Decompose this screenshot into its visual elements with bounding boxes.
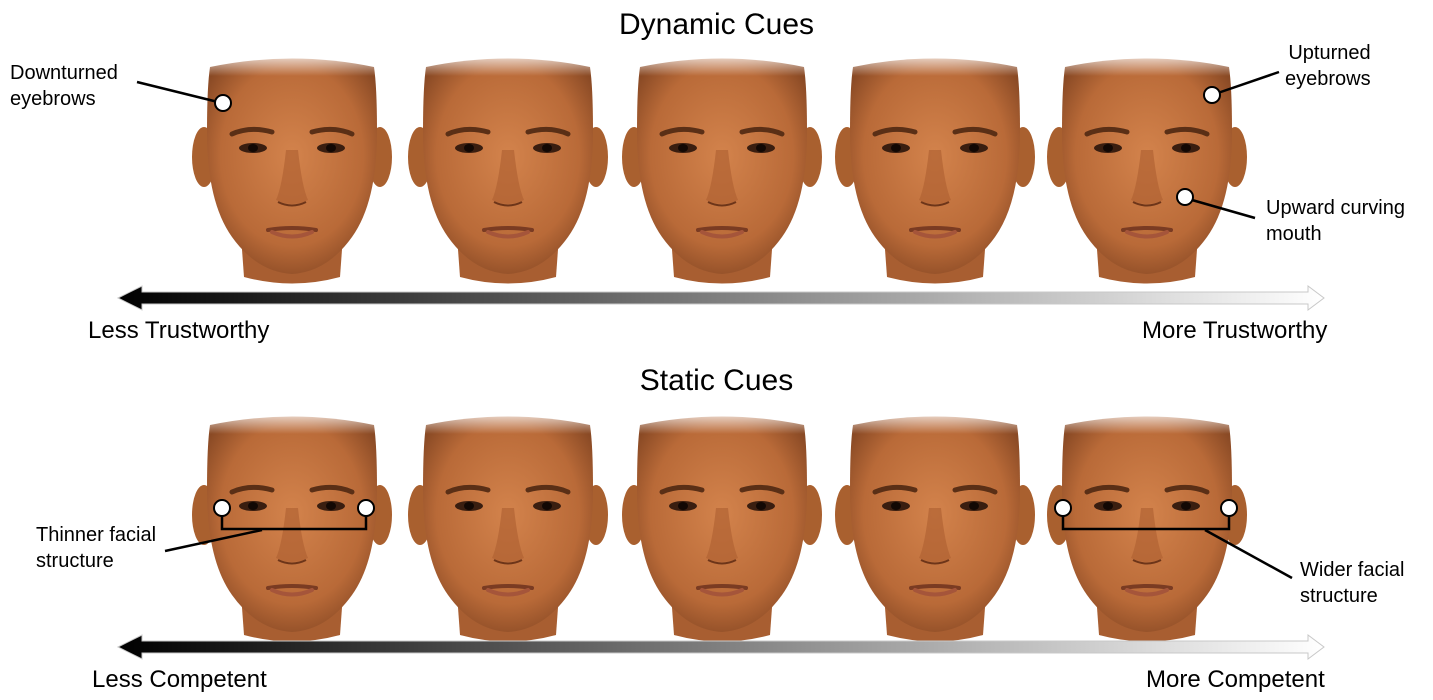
callout-line-upturned (1211, 70, 1280, 97)
face-3-dynamic (622, 50, 822, 284)
callout-line-wider (1204, 528, 1293, 580)
downturned-eyebrows-label: Downturned eyebrows (10, 62, 118, 110)
face-2-dynamic (408, 50, 608, 284)
thinner-facial-structure-label: Thinner facial structure (36, 524, 157, 572)
trustworthy-scale-arrow (116, 285, 1325, 311)
callout-marker-mouth (1176, 188, 1194, 206)
callout-marker-wider-left (1054, 499, 1072, 517)
upturned-eyebrows-label: Upturned eyebrows (1285, 42, 1371, 90)
callout-line-mouth (1184, 196, 1256, 220)
face-3-static (622, 408, 822, 642)
competent-scale-arrow (116, 634, 1325, 660)
face-5-dynamic (1047, 50, 1247, 284)
callout-line-downturned (136, 80, 223, 105)
less-competent-label: Less Competent (92, 666, 267, 693)
callout-marker-upturned (1203, 86, 1221, 104)
callout-marker-thinner-right (357, 499, 375, 517)
face-4-dynamic (835, 50, 1035, 284)
face-1-dynamic (192, 50, 392, 284)
width-bracket-thinner (220, 509, 368, 531)
more-trustworthy-label: More Trustworthy (1142, 317, 1328, 344)
static-cues-title: Static Cues (639, 364, 794, 397)
more-competent-label: More Competent (1146, 666, 1325, 693)
width-bracket-wider (1061, 509, 1231, 531)
callout-marker-thinner-left (213, 499, 231, 517)
callout-line-thinner (164, 528, 263, 553)
upward-curving-mouth-label: Upward curving mouth (1266, 197, 1405, 245)
wider-facial-structure-label: Wider facial structure (1300, 559, 1405, 607)
face-2-static (408, 408, 608, 642)
callout-marker-downturned (214, 94, 232, 112)
face-5-static (1047, 408, 1247, 642)
callout-marker-wider-right (1220, 499, 1238, 517)
less-trustworthy-label: Less Trustworthy (88, 317, 270, 344)
face-4-static (835, 408, 1035, 642)
dynamic-cues-title: Dynamic Cues (618, 8, 815, 41)
